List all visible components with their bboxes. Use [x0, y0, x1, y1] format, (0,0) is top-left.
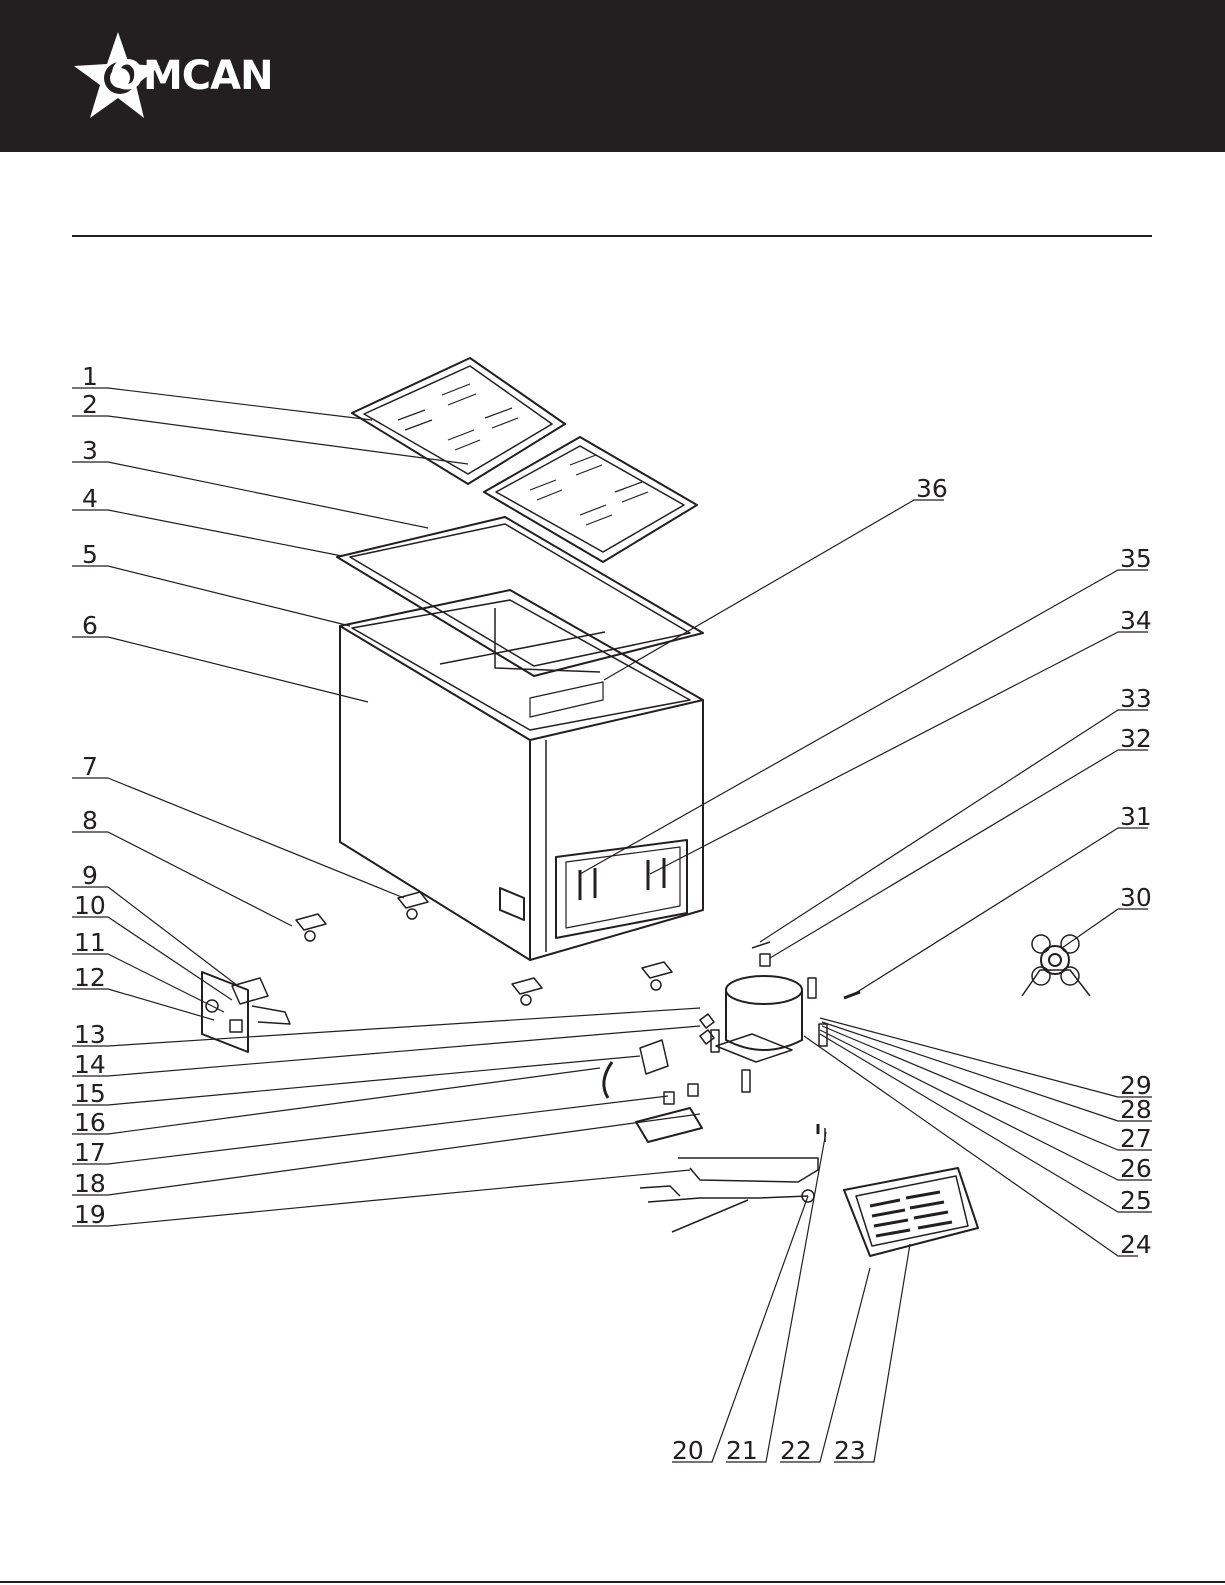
base-grille	[844, 1168, 978, 1256]
callout-label: 8	[82, 806, 98, 835]
callout-label: 16	[74, 1108, 106, 1137]
callout-label: 23	[834, 1436, 866, 1465]
caster-wheels	[296, 892, 672, 1005]
callout-label: 34	[1120, 606, 1152, 635]
callout-label: 15	[74, 1079, 106, 1108]
footer-rule	[0, 1581, 1225, 1583]
callout-numbers: 1 2 3 4 5 6 7 8 9 10 11 12 13 14 15 16 1…	[74, 362, 1152, 1465]
callout-label: 32	[1120, 724, 1152, 753]
callout-label: 17	[74, 1138, 106, 1167]
callout-label: 26	[1120, 1154, 1152, 1183]
callout-label: 5	[82, 540, 98, 569]
callout-label: 24	[1120, 1230, 1152, 1259]
callout-label: 6	[82, 611, 98, 640]
compressor	[604, 942, 860, 1142]
callout-label: 7	[82, 752, 98, 781]
callout-label: 18	[74, 1169, 106, 1198]
callout-label: 29	[1120, 1071, 1152, 1100]
callout-label: 21	[726, 1436, 758, 1465]
callout-label: 2	[82, 390, 98, 419]
callout-label: 27	[1120, 1124, 1152, 1153]
callout-label: 35	[1120, 544, 1152, 573]
callout-label: 31	[1120, 802, 1152, 831]
callout-label: 9	[82, 861, 98, 890]
callout-label: 12	[74, 963, 106, 992]
callout-label: 20	[672, 1436, 704, 1465]
callout-label: 4	[82, 484, 98, 513]
callout-label: 13	[74, 1020, 106, 1049]
callout-label: 22	[780, 1436, 812, 1465]
callout-label: 14	[74, 1050, 106, 1079]
control-box	[202, 972, 290, 1052]
glass-lid-left	[352, 358, 565, 484]
callout-label: 10	[74, 891, 106, 920]
callout-label: 25	[1120, 1186, 1152, 1215]
callout-label: 3	[82, 436, 98, 465]
cabinet-body	[340, 590, 703, 960]
callout-label: 1	[82, 362, 98, 391]
glass-lid-right	[484, 437, 697, 562]
callout-label: 30	[1120, 883, 1152, 912]
condenser-fan	[1022, 935, 1090, 996]
callout-label: 19	[74, 1200, 106, 1229]
callout-label: 36	[916, 474, 948, 503]
callout-label: 11	[74, 928, 106, 957]
leader-lines	[72, 388, 1152, 1462]
callout-label: 33	[1120, 684, 1152, 713]
wiring-harness	[640, 1124, 825, 1232]
